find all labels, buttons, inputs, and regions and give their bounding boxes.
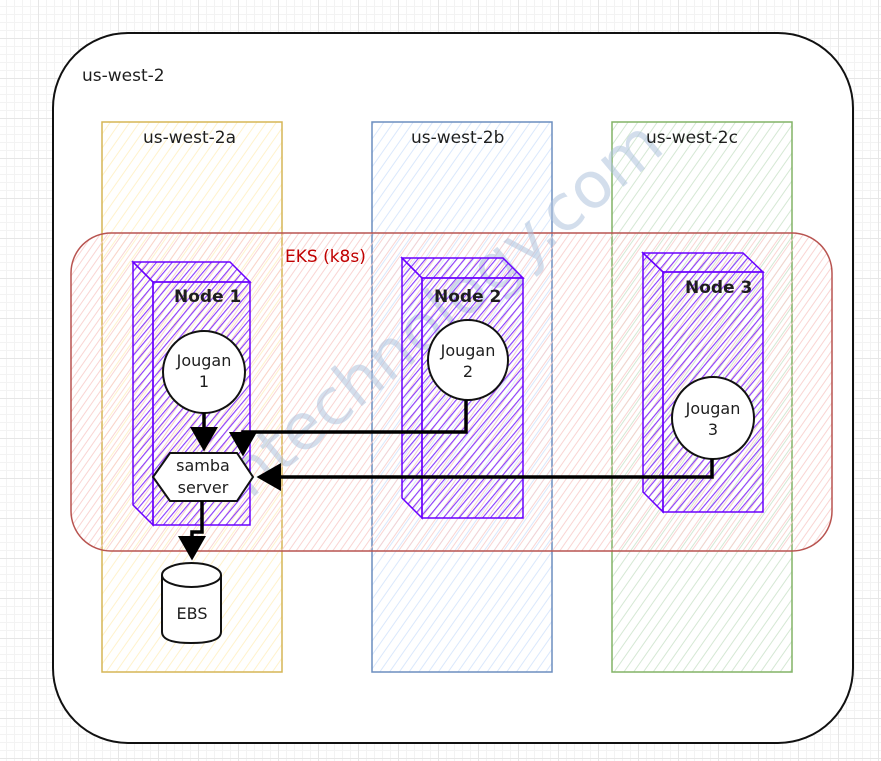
ebs-volume[interactable]	[161, 562, 222, 645]
node-label-2: Node 2	[434, 287, 502, 307]
arrow-samba-to-ebs	[178, 501, 206, 561]
pod-label-2: Jougan 2	[440, 341, 496, 381]
zone-label-b: us-west-2b	[411, 128, 505, 148]
pod-label-1: Jougan 1	[176, 351, 232, 391]
node-label-1: Node 1	[174, 287, 242, 307]
arrow-jougan2-to-samba	[229, 400, 468, 457]
node-label-3: Node 3	[685, 278, 753, 298]
ebs-label: EBS	[176, 604, 208, 623]
arrow-jougan3-to-samba	[256, 459, 714, 491]
region-label: us-west-2	[82, 66, 165, 86]
zone-label-a: us-west-2a	[143, 128, 237, 148]
zone-label-c: us-west-2c	[646, 128, 738, 148]
samba-server[interactable]	[151, 452, 255, 502]
pod-jougan-2[interactable]	[427, 319, 509, 401]
pod-label-3: Jougan 3	[685, 399, 741, 439]
samba-label: samba server	[176, 456, 230, 497]
cluster-label: EKS (k8s)	[285, 247, 366, 267]
